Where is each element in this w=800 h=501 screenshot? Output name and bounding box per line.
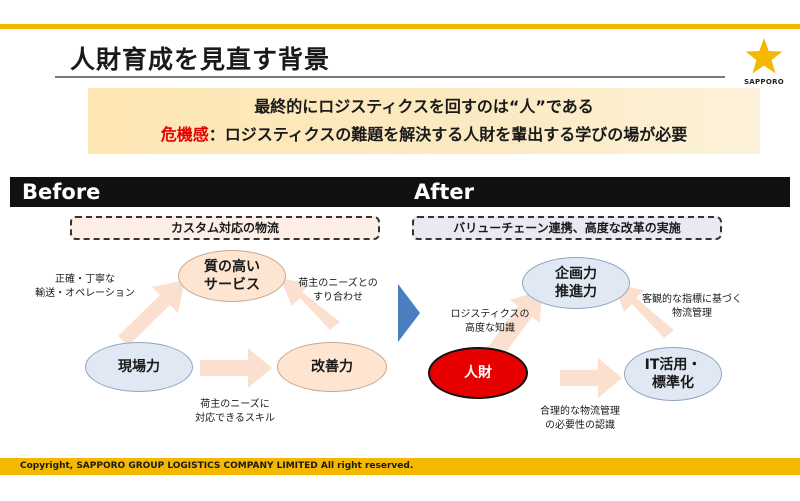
before-label-skill: 荷主のニーズに 対応できるスキル <box>180 398 290 426</box>
crisis-text: ロジスティクスの難題を解決する人財を輩出する学びの場が必要 <box>224 125 688 144</box>
after-label-awareness: 合理的な物流管理 の必要性の認識 <box>525 405 635 433</box>
star-icon <box>745 38 783 74</box>
node-text-line: サービス <box>204 277 260 293</box>
before-arrow-bottom <box>200 348 272 388</box>
after-node-it-standardization: IT活用・ 標準化 <box>624 347 722 401</box>
banner-line-1: 最終的にロジスティクスを回すのは“人”である <box>254 97 594 116</box>
label-line: 対応できるスキル <box>195 413 275 424</box>
label-line: の必要性の認識 <box>545 420 615 431</box>
sapporo-logo: SAPPORO <box>738 36 790 92</box>
after-node-planning: 企画力 推進力 <box>522 257 630 309</box>
before-node-improvement: 改善力 <box>277 342 387 392</box>
after-flow-arrows <box>486 284 674 398</box>
banner-line-2: 危機感：ロジスティクスの難題を解決する人財を輩出する学びの場が必要 <box>88 121 760 149</box>
label-line: 客観的な指標に基づく <box>642 294 742 305</box>
label-line: すり合わせ <box>313 292 363 303</box>
top-accent-bar <box>0 24 800 29</box>
before-arrow-to-top-right <box>280 278 340 330</box>
label-line: 正確・丁寧な <box>55 274 115 285</box>
crisis-separator: ： <box>208 125 225 144</box>
node-text-line: 企画力 <box>555 266 597 282</box>
before-label-matching: 荷主のニーズとの すり合わせ <box>288 277 388 305</box>
label-line: 合理的な物流管理 <box>540 406 620 417</box>
transition-arrow-icon <box>398 284 420 342</box>
after-label-objective: 客観的な指標に基づく 物流管理 <box>632 293 752 321</box>
node-text-line: 標準化 <box>652 375 694 391</box>
label-line: 高度な知識 <box>465 323 515 334</box>
label-line: 物流管理 <box>672 308 712 319</box>
copyright-footer: Copyright, SAPPORO GROUP LOGISTICS COMPA… <box>0 458 800 475</box>
label-line: 荷主のニーズに <box>200 399 270 410</box>
node-text-line: 質の高い <box>204 259 260 275</box>
logo-text: SAPPORO <box>743 78 785 86</box>
key-message-banner: 最終的にロジスティクスを回すのは“人”である 危機感：ロジスティクスの難題を解決… <box>88 88 760 154</box>
title-underline <box>55 76 725 78</box>
after-arrow-to-top-left <box>486 290 542 360</box>
after-node-talent: 人財 <box>428 347 528 399</box>
node-text-line: IT活用・ <box>644 357 702 373</box>
before-label-accuracy: 正確・丁寧な 輸送・オペレーション <box>30 273 140 301</box>
before-flow-arrows <box>118 278 340 388</box>
crisis-label: 危機感 <box>160 125 209 144</box>
label-line: 荷主のニーズとの <box>298 278 378 289</box>
before-heading: カスタム対応の物流 <box>70 216 380 240</box>
after-heading: バリューチェーン連携、高度な改革の実施 <box>412 216 722 240</box>
after-label-knowledge: ロジスティクスの 高度な知識 <box>445 308 535 336</box>
after-arrow-bottom <box>560 358 622 398</box>
before-node-field-power: 現場力 <box>85 342 193 392</box>
page-title: 人財育成を見直す背景 <box>70 45 331 74</box>
before-node-quality-service: 質の高い サービス <box>178 250 286 302</box>
label-line: 輸送・オペレーション <box>35 288 135 299</box>
before-arrow-to-top-left <box>118 280 185 346</box>
after-arrow-to-top-right <box>614 284 674 338</box>
node-text-line: 推進力 <box>555 284 597 300</box>
label-line: ロジスティクスの <box>450 309 530 320</box>
before-tag: Before <box>10 177 402 207</box>
after-tag: After <box>402 177 790 207</box>
